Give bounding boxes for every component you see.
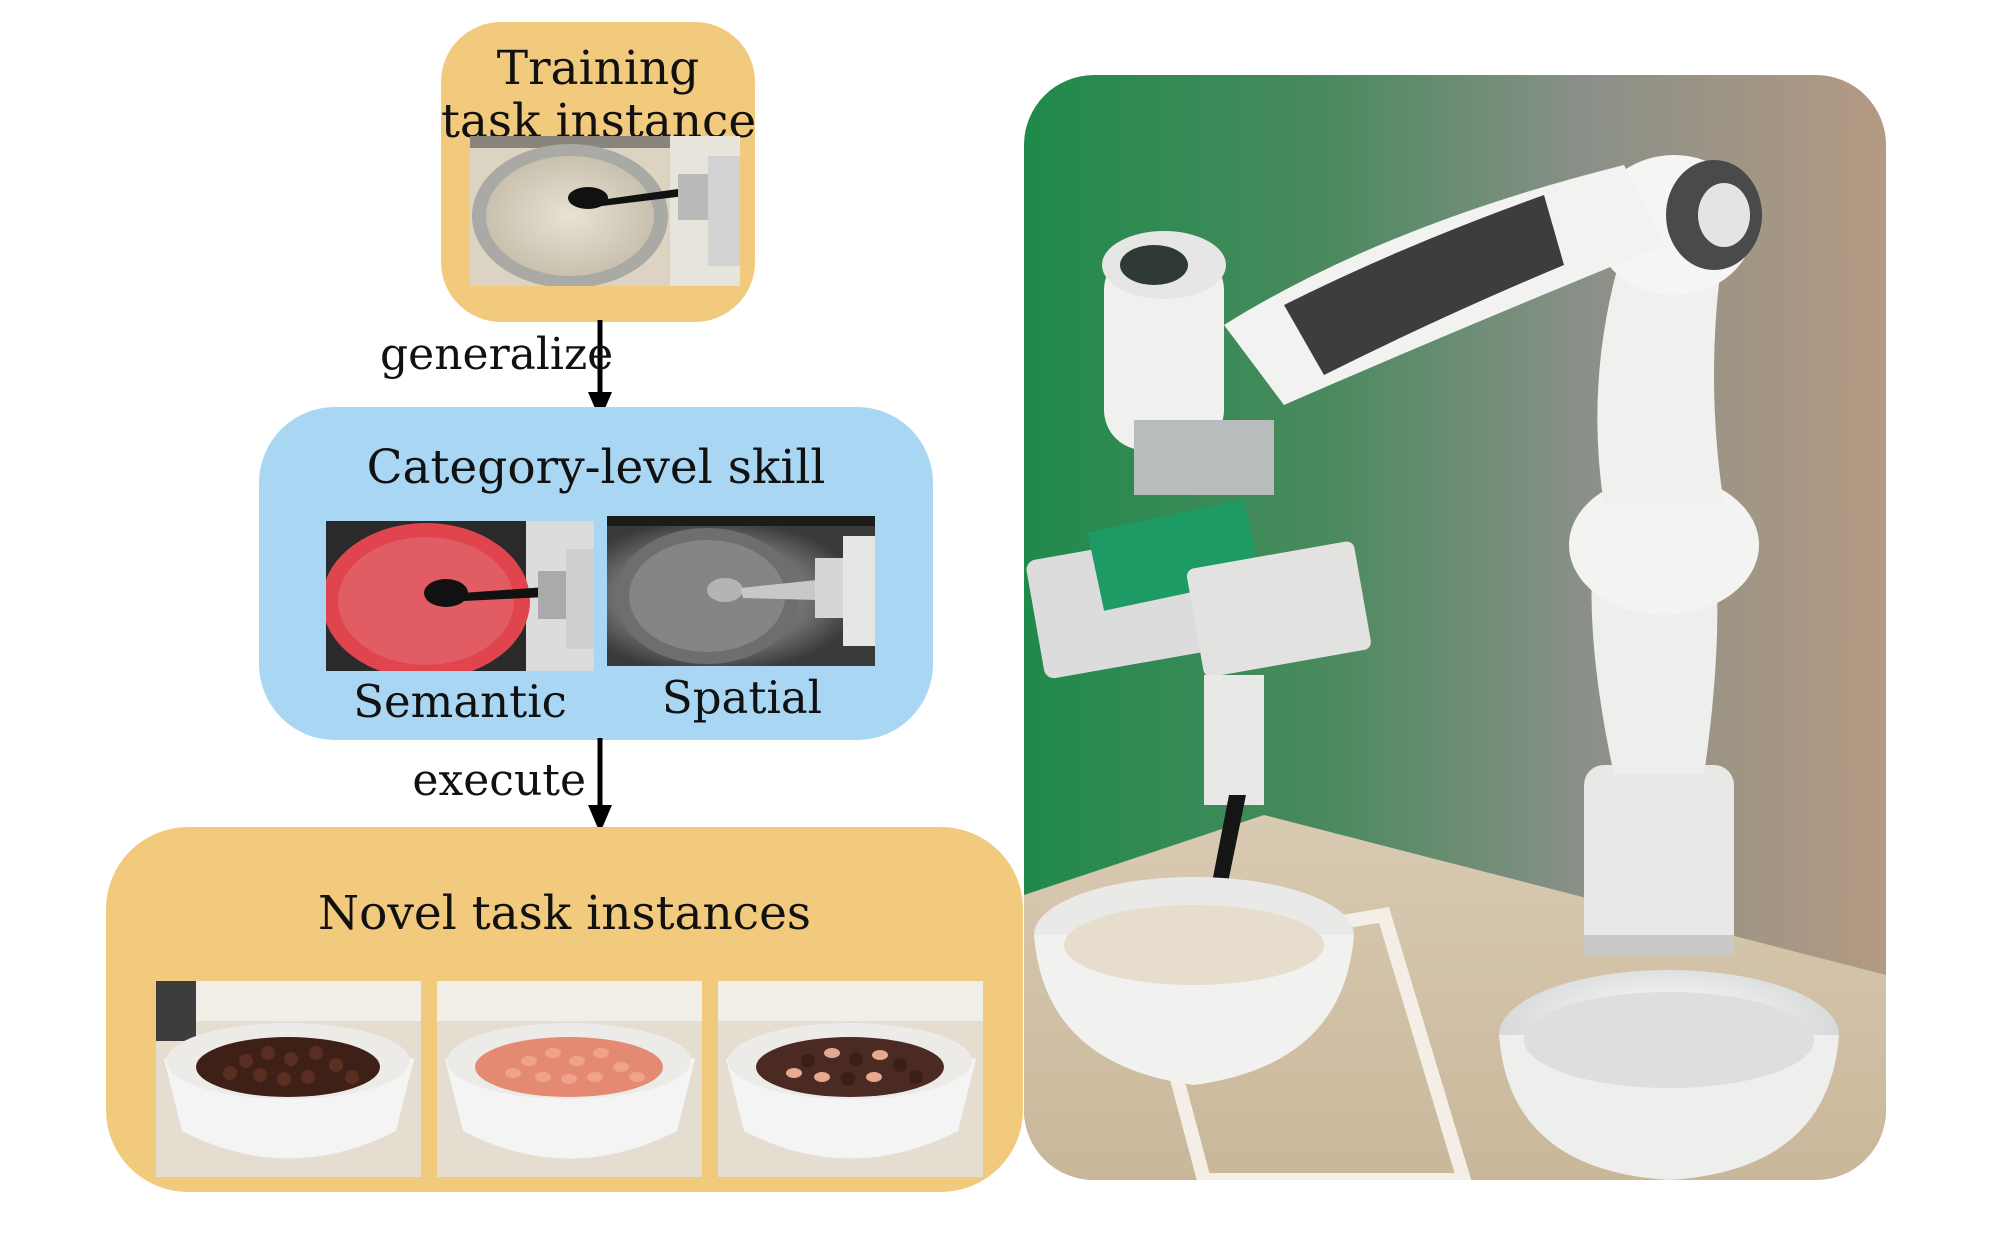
novel-title: Novel task instances — [317, 886, 812, 941]
generalize-arrow — [588, 320, 612, 420]
training-title-line1: Training — [496, 41, 700, 96]
spatial-caption: Spatial — [661, 671, 823, 724]
novel-instance-image-chocolate — [156, 981, 421, 1177]
spatial-depth-image — [607, 516, 875, 666]
novel-instance-image-mixed-cereal — [718, 981, 983, 1177]
semantic-caption: Semantic — [353, 675, 567, 728]
training-rice-bowl-image — [470, 136, 740, 286]
semantic-image — [326, 521, 594, 671]
novel-instance-image-pink-cereal — [437, 981, 702, 1177]
training-title: Training task instance — [441, 41, 756, 148]
execute-arrow — [588, 738, 612, 833]
generalize-label: generalize — [380, 329, 614, 380]
skill-title: Category-level skill — [366, 440, 826, 495]
execute-label: execute — [412, 755, 586, 806]
robot-arm-photo — [1024, 75, 1886, 1180]
